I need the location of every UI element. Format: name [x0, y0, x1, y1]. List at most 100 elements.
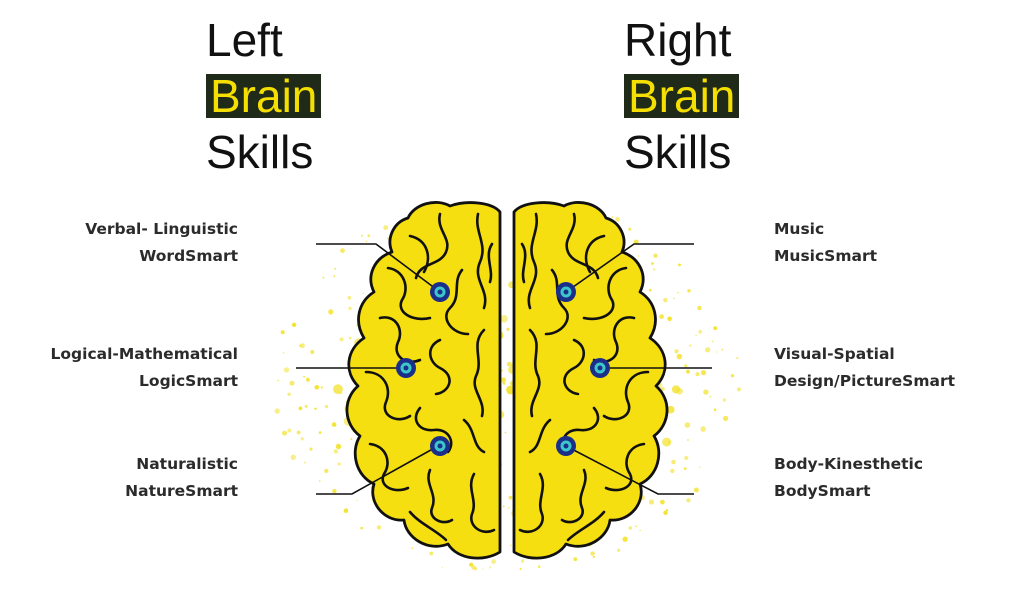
splatter-dot	[611, 216, 613, 218]
splatter-dot	[386, 237, 390, 240]
leader-line-naturalistic	[316, 445, 439, 495]
splatter-dot	[300, 437, 304, 441]
right-folds	[518, 212, 650, 542]
splatter-dot	[362, 292, 365, 295]
splatter-dot	[665, 509, 669, 512]
splatter-dot	[411, 547, 414, 550]
splatter-dot	[500, 315, 508, 323]
splatter-dot	[489, 566, 491, 569]
label-verbal-linguistic: Verbal- Linguistic WordSmart	[85, 216, 238, 270]
left-title-highlight: Brain	[206, 73, 322, 119]
splatter-dot	[648, 499, 655, 505]
splatter-dot	[736, 387, 741, 392]
splatter-dot	[695, 372, 700, 377]
splatter-dot	[306, 377, 309, 380]
splatter-dot	[648, 288, 652, 292]
splatter-dot	[282, 430, 287, 436]
left-title-line3: Skills	[206, 126, 314, 178]
marker-naturalistic	[430, 436, 450, 456]
splatter-dot	[676, 353, 683, 360]
splatter-dot	[429, 551, 434, 556]
right-hemisphere	[512, 201, 669, 560]
splatter-dot	[332, 488, 337, 494]
splatter-dot	[736, 356, 739, 360]
label-logical-mathematical: Logical-Mathematical LogicSmart	[51, 341, 238, 395]
splatter-dot	[659, 314, 664, 319]
label-body-kinesthetic-line2: BodySmart	[774, 482, 871, 500]
splatter-dot	[324, 468, 329, 473]
splatter-dot	[667, 316, 672, 322]
splatter-dot	[628, 227, 632, 231]
splatter-dot	[376, 525, 382, 530]
right-title-line3: Skills	[624, 126, 732, 178]
splatter-dot	[343, 508, 349, 513]
splatter-dot	[705, 347, 711, 353]
splatter-dot	[333, 384, 343, 395]
splatter-dot	[383, 225, 389, 231]
splatter-dot	[280, 330, 285, 335]
splatter-dot	[674, 349, 679, 354]
label-naturalistic-line2: NatureSmart	[125, 482, 238, 500]
splatter-dot	[703, 389, 709, 395]
splatter-dot	[695, 334, 697, 337]
splatter-dot	[318, 480, 321, 482]
splatter-dot	[350, 438, 353, 440]
splatter-dot	[639, 529, 641, 532]
splatter-dot	[716, 351, 718, 353]
splatter-dot	[686, 498, 691, 503]
splatter-dot	[700, 370, 707, 376]
splatter-dot	[502, 505, 505, 508]
paint-splatter	[274, 203, 741, 571]
splatter-dot	[500, 377, 507, 383]
splatter-dot	[491, 559, 496, 564]
splatter-dot	[471, 565, 476, 570]
splatter-dot	[660, 499, 665, 505]
splatter-dot	[508, 506, 510, 509]
splatter-dot	[684, 364, 688, 368]
splatter-dot	[367, 234, 371, 238]
splatter-dot	[274, 408, 280, 414]
splatter-dot	[678, 263, 681, 267]
splatter-dot	[347, 295, 352, 300]
splatter-dot	[651, 262, 654, 265]
label-music-line1: Music	[774, 220, 825, 238]
label-naturalistic-line1: Naturalistic	[136, 455, 238, 473]
label-body-kinesthetic: Body-Kinesthetic BodySmart	[774, 451, 923, 505]
splatter-dot	[700, 426, 706, 432]
splatter-dot	[277, 379, 280, 382]
splatter-dot	[356, 325, 358, 327]
splatter-dot	[356, 499, 358, 502]
label-naturalistic: Naturalistic NatureSmart	[125, 451, 238, 505]
splatter-dot	[721, 348, 724, 351]
splatter-dot	[283, 367, 290, 373]
leader-lines	[296, 243, 712, 495]
splatter-dot	[310, 350, 315, 354]
splatter-dot	[365, 240, 368, 243]
right-title-highlight: Brain	[624, 73, 740, 119]
leader-line-music	[565, 243, 694, 293]
splatter-dot	[617, 548, 621, 552]
skill-markers	[396, 282, 610, 456]
splatter-dot	[635, 525, 638, 528]
splatter-dot	[296, 430, 301, 435]
label-verbal-linguistic-line1: Verbal- Linguistic	[85, 220, 238, 238]
splatter-dot	[298, 406, 303, 411]
right-brain-title: Right Brain Skills	[624, 12, 740, 180]
label-music: Music MusicSmart	[774, 216, 877, 270]
splatter-dot	[723, 415, 729, 421]
splatter-dot	[287, 392, 291, 396]
splatter-dot	[510, 544, 512, 547]
splatter-dot	[337, 462, 341, 466]
label-logical-mathematical-line1: Logical-Mathematical	[50, 345, 238, 363]
splatter-dot	[592, 555, 595, 559]
splatter-dot	[653, 253, 658, 258]
splatter-dot	[334, 267, 337, 270]
splatter-dot	[521, 559, 525, 563]
label-verbal-linguistic-line2: WordSmart	[139, 247, 238, 265]
label-visual-spatial: Visual-Spatial Design/PictureSmart	[774, 341, 955, 395]
splatter-dot	[318, 431, 322, 434]
leader-line-verbal	[316, 243, 441, 293]
splatter-dot	[686, 369, 690, 374]
marker-verbal-linguistic	[430, 282, 450, 302]
